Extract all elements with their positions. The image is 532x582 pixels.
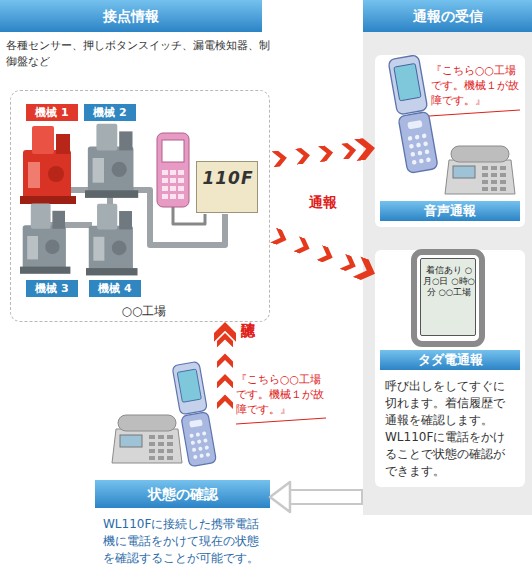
notice-box: タダ電通報呼び出しをしてすぐに切れます。着信履歴で通報を確認します。WL110F… [375, 250, 525, 487]
machine-name: 機械 4 [89, 280, 141, 297]
desk-phone [112, 415, 182, 463]
factory-name: ○○工場 [99, 303, 189, 319]
machine-red [20, 126, 76, 204]
callout-message: 『こちら○○工場です。機械１が故障です。』 [236, 372, 328, 417]
notice-method: 音声通報 [380, 201, 520, 221]
status-check-section: 状態の確認 WL110Fに接続した携帯電話機に電話をかけて現在の状態を確認すること… [95, 480, 270, 580]
connector [225, 322, 226, 480]
machine-label: 機械 3 [26, 280, 78, 297]
chevron-connector [270, 148, 375, 160]
connector [270, 482, 363, 512]
notice-description: 呼び出しをしてすぐに切れます。着信履歴で通報を確認します。WL110Fに電話をか… [385, 378, 515, 480]
notice-method: タダ電通報 [380, 350, 520, 370]
chevron-connector [270, 234, 375, 274]
pink-phone [157, 133, 189, 207]
machine-label: 機械 4 [89, 280, 141, 297]
arrow-shaft-fill [288, 491, 361, 503]
connector-group [225, 148, 375, 512]
arrow-shaft-outline [288, 489, 363, 505]
machine-label: 機械 1 [26, 104, 78, 121]
voice-message: 『こちら○○工場です。機械１が故障です。』 [431, 63, 523, 108]
section-panel: 接点情報各種センサー、押しボタンスイッチ、漏電検知器、制御盤など ○○工場 機械 1… [0, 0, 275, 335]
machine-label: 機械 2 [84, 104, 136, 121]
callout-underline [236, 418, 326, 424]
phone-frame [414, 252, 482, 344]
section-panel: 通報の受信『こちら○○工場です。機械１が故障です。』音声通報タダ電通報呼び出しを… [363, 0, 532, 515]
machine-name: 機械 2 [84, 104, 136, 121]
machine-gray [20, 204, 70, 274]
hollow-arrow [270, 482, 363, 512]
call-log-text: 着信あり ○月○日 ○時○分 ○○工場 [423, 265, 475, 298]
arrow-head [270, 482, 290, 512]
desk-phone [445, 146, 515, 194]
machine-name: 機械 1 [26, 104, 78, 121]
connector [270, 234, 375, 274]
pipe-network [45, 190, 225, 245]
factory-area: ○○工場 機械 1 機械 2 機械 3 機械 4 110F [10, 90, 270, 322]
section-heading: 通報の受信 [363, 0, 532, 32]
flip-phone [388, 55, 438, 174]
status-check-description: WL110Fに接続した携帯電話機に電話をかけて現在の状態を確認することが可能です… [103, 516, 265, 567]
section-heading: 接点情報 [0, 0, 262, 32]
device-model: 110F [197, 168, 259, 188]
connector [270, 148, 375, 160]
flip-phone [172, 361, 217, 467]
callout-underline [429, 110, 520, 116]
section-description: 各種センサー、押しボタンスイッチ、漏電検知器、制御盤など [6, 38, 272, 70]
chevron-connector [225, 322, 226, 480]
machine-gray [86, 204, 138, 276]
notice-box: 『こちら○○工場です。機械１が故障です。』音声通報 [375, 55, 525, 227]
phone-screen: 着信あり ○月○日 ○時○分 ○○工場 [420, 258, 476, 336]
wl110f-unit: 110F [196, 161, 258, 213]
edge-label: 通報 [309, 194, 337, 212]
section-heading: 状態の確認 [95, 480, 270, 508]
machine-name: 機械 3 [26, 280, 78, 297]
machine-gray [85, 124, 138, 198]
